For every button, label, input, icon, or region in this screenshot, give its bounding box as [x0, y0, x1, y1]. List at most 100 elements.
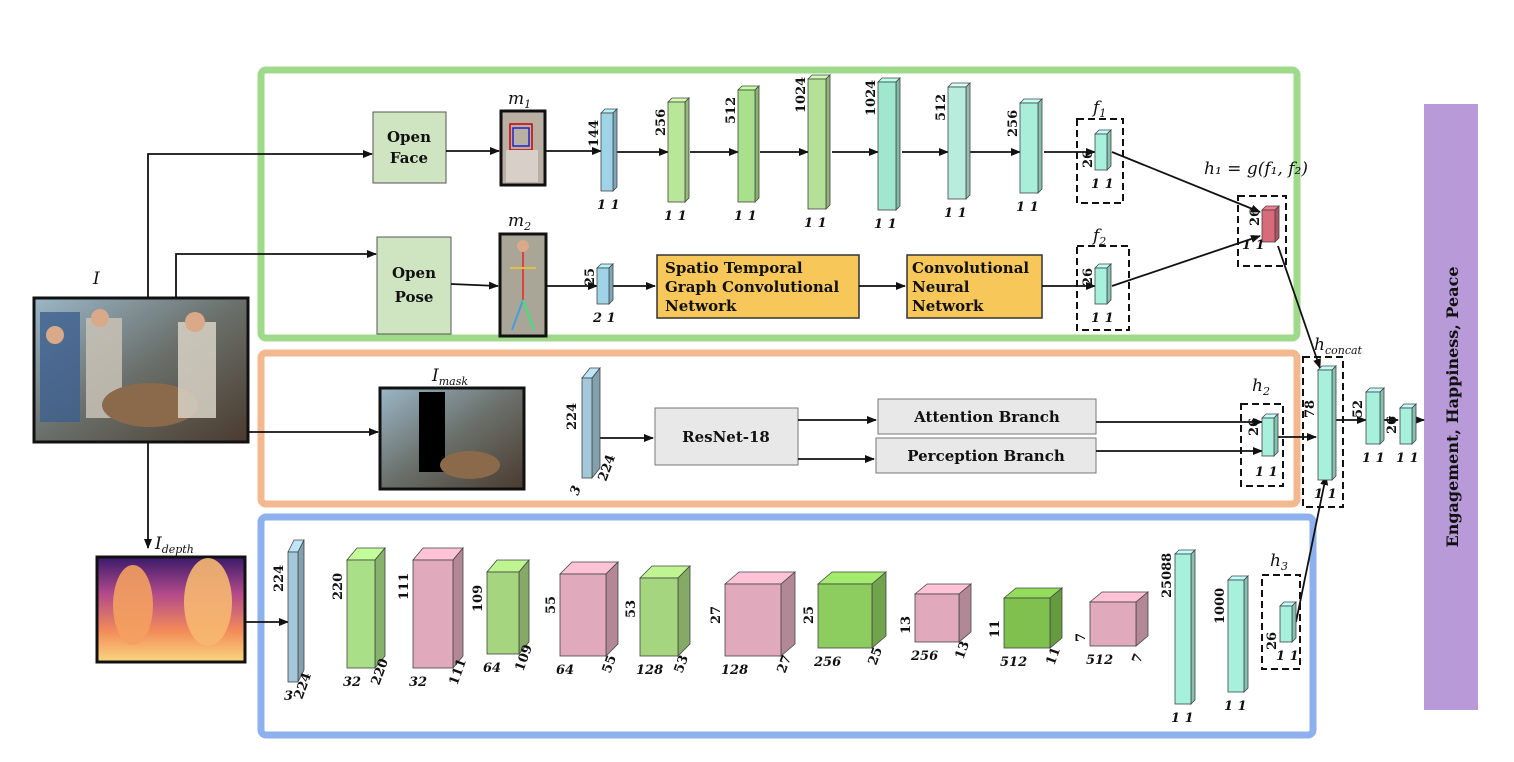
face-layer-bottom-label: 1 1 — [597, 198, 620, 213]
arrow-input-to-openface — [147, 150, 373, 298]
svg-text:Pose: Pose — [395, 288, 434, 306]
depth-conv-block — [486, 558, 530, 656]
resnet-box: ResNet-18 — [654, 407, 799, 466]
svg-text:Network: Network — [665, 297, 737, 315]
pose-layer-bottom-label: 2 1 — [592, 311, 616, 326]
depth-image — [95, 555, 247, 664]
depth-block-side-label: 11 — [1044, 645, 1064, 667]
depth-conv-block — [346, 546, 386, 670]
output-box: Engagement, Happiness, Peace — [1424, 104, 1478, 710]
svg-text:Spatio Temporal: Spatio Temporal — [665, 259, 803, 277]
svg-text:Attention Branch: Attention Branch — [913, 408, 1060, 426]
face-crop-image — [499, 109, 547, 187]
depth-conv-block — [723, 571, 797, 657]
face-layer-bottom-label: 1 1 — [734, 209, 757, 224]
hconcat-symbol: hconcat — [1314, 335, 1363, 357]
depth-block-side-label: 27 — [775, 653, 795, 675]
depth-block-side-label: 53 — [672, 653, 692, 675]
scene-input-top-label: 224 — [565, 403, 580, 430]
head-fc-layer — [1365, 387, 1385, 445]
m2-symbol: m2 — [508, 211, 531, 233]
depth-block-front-label: 128 — [721, 663, 748, 678]
depth-region — [257, 513, 1317, 739]
depth-block-front-label: 256 — [813, 655, 841, 670]
depth-block-side-label: 25 — [866, 645, 886, 667]
masked-image — [378, 386, 526, 491]
hconcat-dashed-box — [1302, 356, 1344, 508]
svg-text:Convolutional: Convolutional — [912, 259, 1029, 277]
face-layer-width-label: 1024 — [864, 80, 879, 116]
h1-width-label: 26 — [1248, 208, 1263, 226]
face-layer-bottom-label: 1 1 — [874, 217, 897, 232]
m1-symbol: m1 — [508, 89, 531, 111]
depth-conv-block — [1002, 587, 1064, 649]
scene-h2-layer — [1261, 413, 1279, 457]
depth-block-front-label: 256 — [910, 649, 938, 664]
head-width-label: 52 — [1351, 400, 1366, 418]
depth-fc-bottom-label: 1 1 — [1171, 711, 1194, 726]
depth-block-side-label: 13 — [953, 639, 973, 661]
depth-block-top-label: 111 — [397, 573, 412, 600]
arrow-f1-to-h1 — [1111, 151, 1261, 213]
input-image — [32, 296, 250, 444]
stgcn-box: Spatio Temporal Graph Convolutional Netw… — [656, 254, 860, 319]
depth-block-top-label: 53 — [624, 600, 639, 618]
depth-fc-layer — [1174, 549, 1196, 705]
arrow-h3-to-hconcat — [1295, 475, 1329, 623]
h3-symbol: h3 — [1270, 551, 1288, 573]
pose-layer — [596, 263, 614, 305]
arrow-input-to-openpose — [175, 250, 377, 298]
depth-block-top-label: 224 — [272, 565, 287, 592]
depth-block-top-label: 220 — [331, 573, 346, 600]
fusion-h1-layer — [1261, 205, 1280, 243]
svg-text:Open: Open — [392, 264, 436, 282]
depth-block-top-label: 7 — [1074, 633, 1089, 642]
h1-dashed-box — [1237, 195, 1287, 267]
depth-block-top-label: 25 — [802, 606, 817, 624]
svg-text:Perception Branch: Perception Branch — [907, 447, 1065, 465]
depth-conv-block — [559, 561, 619, 657]
depth-block-front-label: 512 — [1000, 655, 1027, 670]
f2-symbol: f2 — [1091, 226, 1106, 248]
depth-conv-block — [913, 583, 973, 643]
face-layer-bottom-label: 1 1 — [804, 216, 827, 231]
face-layer-width-label: 1024 — [794, 77, 809, 113]
depth-block-front-label: 64 — [556, 663, 574, 678]
pose-layer — [1094, 263, 1112, 305]
head-bottom-label: 1 1 — [1396, 451, 1419, 466]
face-fc-layer — [877, 77, 901, 211]
depth-block-front-label: 128 — [636, 663, 663, 678]
svg-text:Open: Open — [387, 128, 431, 146]
depth-fc-layer — [1227, 575, 1249, 693]
f2-dashed-box — [1076, 245, 1130, 331]
face-fc-layer — [947, 82, 971, 200]
arrows — [144, 147, 1425, 626]
face-layer-width-label: 512 — [934, 94, 949, 121]
h1-equation: h₁ = g(f₁, f₂) — [1204, 159, 1308, 179]
cnn-box: Convolutional Neural Network — [906, 254, 1043, 319]
depth-fc-layer — [1279, 601, 1297, 643]
head-fc-layer — [1317, 365, 1337, 481]
face-layer-width-label: 256 — [1006, 110, 1021, 137]
scene-context-region — [257, 349, 1301, 508]
depth-block-side-label: 55 — [600, 653, 620, 675]
depth-fc-width-label: 26 — [1265, 632, 1280, 650]
pose-layer-width-label: 26 — [1081, 268, 1096, 286]
h2-width-label: 26 — [1247, 418, 1262, 436]
open-face-box: Open Face — [372, 111, 447, 184]
scene-input-depth-label: 3 — [568, 484, 585, 498]
face-layer-width-label: 256 — [654, 109, 669, 136]
depth-block-front-label: 512 — [1086, 653, 1113, 668]
face-layer-bottom-label: 1 1 — [944, 206, 967, 221]
head-width-label: 26 — [1385, 416, 1400, 434]
h2-bottom-label: 1 1 — [1255, 465, 1278, 480]
f1-symbol: f1 — [1091, 98, 1106, 120]
head-bottom-label: 1 1 — [1314, 487, 1337, 502]
depth-conv-block — [1088, 591, 1150, 647]
attention-branch-box: Attention Branch — [877, 398, 1097, 435]
h2-dashed-box — [1240, 403, 1284, 487]
f1-dashed-box — [1076, 118, 1124, 204]
depth-block-top-label: 27 — [709, 606, 724, 624]
arrow-f2-to-h1 — [1111, 235, 1261, 287]
